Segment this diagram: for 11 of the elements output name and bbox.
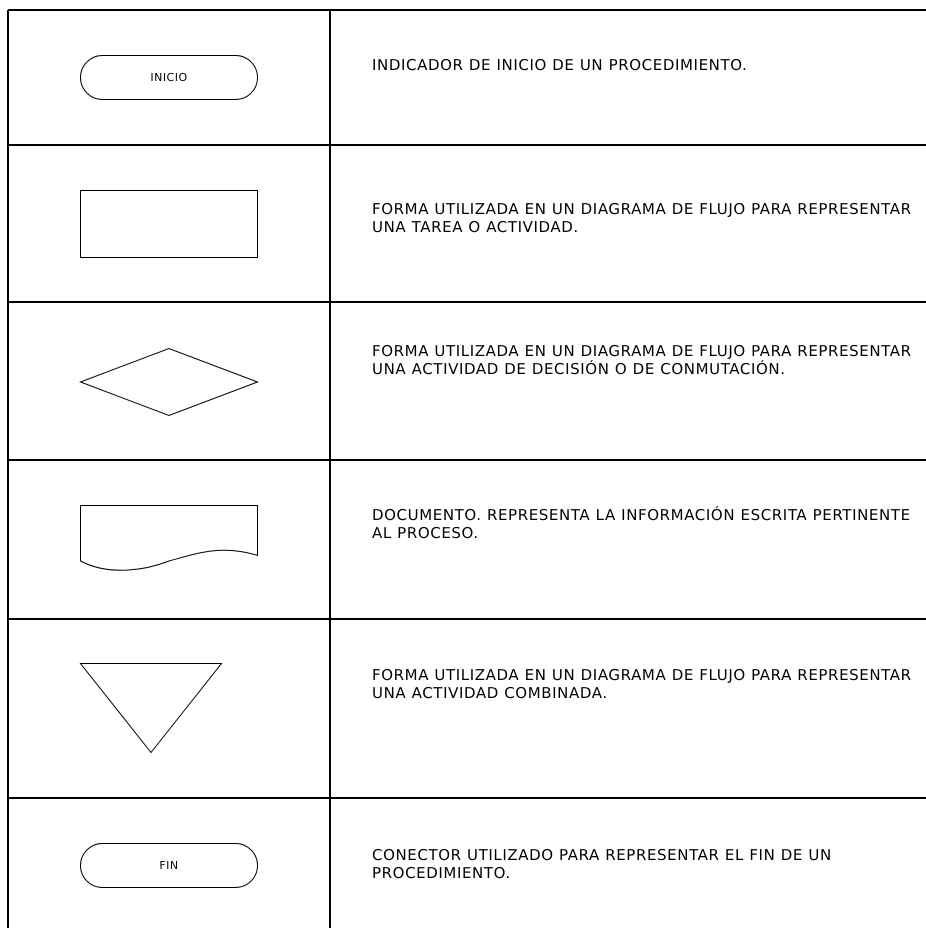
description-text: FORMA UTILIZADA EN UN DIAGRAMA DE FLUJO PARA REPRESENTAR UNA ACTIVIDAD DE DECISIÓN O DE CONMUTACIÓN. [372,342,913,378]
description-text: CONECTOR UTILIZADO PARA REPRESENTAR EL FIN DE UN PROCEDIMIENTO. [372,846,833,882]
merge-triangle [80,663,222,753]
terminal-label: FIN [159,859,179,872]
description-text: DOCUMENTO. REPRESENTA LA INFORMACIÓN ESCRITA PERTINENTE AL PROCESO. [372,506,912,542]
process-rectangle [80,190,258,258]
description-text: FORMA UTILIZADA EN UN DIAGRAMA DE FLUJO PARA REPRESENTAR UNA ACTIVIDAD COMBINADA. [372,666,913,702]
decision-diamond [80,348,258,416]
description-text: FORMA UTILIZADA EN UN DIAGRAMA DE FLUJO PARA REPRESENTAR UNA TAREA O ACTIVIDAD. [372,200,913,236]
terminal-label: INICIO [150,71,188,84]
description-text: INDICADOR DE INICIO DE UN PROCEDIMIENTO. [372,56,748,74]
